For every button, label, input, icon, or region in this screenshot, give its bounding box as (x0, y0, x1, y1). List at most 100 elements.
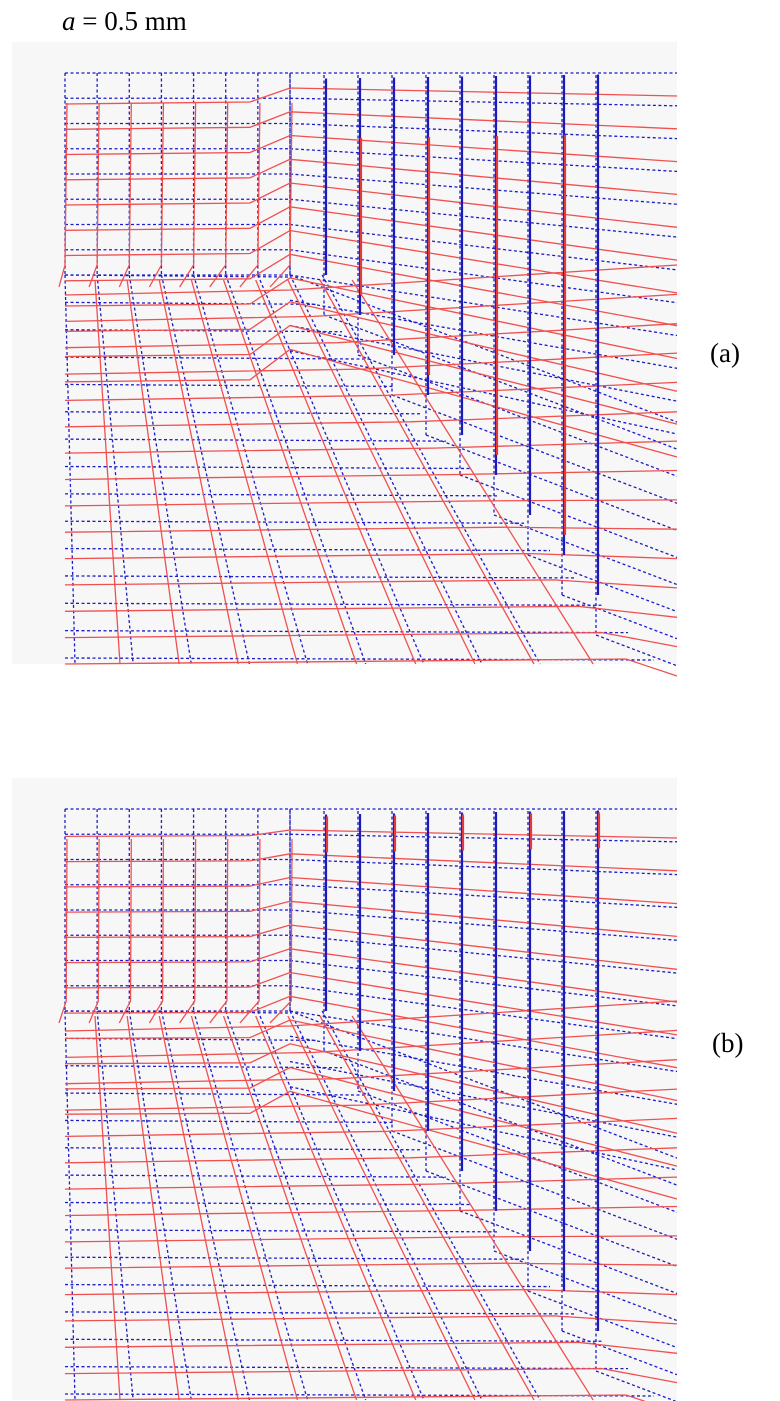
ref-line (64, 274, 76, 665)
ref-line (289, 959, 678, 1007)
ref-line (96, 274, 134, 665)
def-line (209, 102, 229, 288)
panel-b-reference-mesh (64, 808, 678, 1401)
def-line (64, 499, 678, 507)
def-line (287, 1015, 476, 1401)
def-line (64, 411, 678, 428)
def-line (158, 279, 239, 665)
def-line (64, 1066, 678, 1167)
def-line (351, 1015, 594, 1401)
def-line (64, 829, 678, 839)
def-line (64, 264, 678, 296)
ref-line (459, 1210, 678, 1295)
def-line (88, 838, 100, 1024)
def-line (64, 206, 678, 261)
panel-b-label: (b) (712, 1028, 743, 1058)
ref-line (289, 249, 678, 304)
ref-line (289, 274, 678, 423)
ref-line (289, 1010, 678, 1073)
def-line (64, 1000, 678, 1032)
ref-line (64, 1010, 291, 1014)
def-line (64, 1262, 678, 1269)
ref-line (64, 1037, 317, 1042)
ref-line (289, 198, 678, 238)
ref-line (561, 594, 678, 640)
def-line (64, 253, 678, 327)
def-line (126, 1015, 180, 1401)
def-line (64, 579, 678, 589)
def-line (94, 279, 121, 665)
ref-line (425, 1170, 678, 1267)
def-line (64, 526, 678, 533)
def-line (319, 279, 535, 665)
def-line (209, 838, 229, 1024)
def-line (64, 924, 678, 970)
panel-a-label: (a) (710, 338, 740, 368)
def-line (64, 381, 678, 402)
def-line (64, 352, 678, 375)
def-line (118, 102, 132, 288)
def-line (287, 279, 476, 665)
panel-a-reference-mesh (64, 72, 678, 667)
def-line (64, 948, 678, 1003)
ref-line (64, 547, 551, 552)
ref-line (160, 1010, 251, 1401)
ref-line (289, 122, 678, 140)
panel-b-crack-lines (324, 810, 601, 1331)
def-line (64, 440, 678, 454)
ref-line (257, 1010, 425, 1401)
ref-line (64, 1065, 343, 1069)
ref-line (225, 1010, 367, 1401)
ref-line (64, 1092, 369, 1096)
ref-line (425, 434, 678, 531)
ref-line (225, 274, 367, 665)
def-line (64, 134, 678, 163)
ref-line (64, 602, 603, 606)
ref-line (64, 411, 421, 415)
def-line (64, 87, 678, 105)
def-line (190, 1015, 299, 1401)
def-line (222, 279, 358, 665)
def-line (64, 1394, 647, 1401)
ref-line (289, 173, 678, 205)
ref-line (289, 985, 678, 1040)
def-line (64, 348, 678, 458)
ref-line (64, 1229, 499, 1233)
ref-line (289, 934, 678, 974)
def-line (64, 971, 678, 1036)
ref-line (192, 274, 309, 665)
ref-line (64, 465, 473, 470)
def-line (148, 838, 165, 1024)
def-line (179, 838, 197, 1024)
panel-b-deformed-mesh (58, 829, 678, 1401)
panel-a-background (12, 42, 677, 664)
def-line (64, 229, 678, 294)
def-line (351, 279, 594, 665)
ref-line (289, 858, 678, 876)
ref-line (257, 274, 425, 665)
ref-line (289, 274, 483, 665)
def-line (94, 1015, 121, 1401)
def-line (64, 1367, 678, 1384)
def-line (239, 838, 261, 1024)
ref-line (289, 148, 678, 173)
ref-line (391, 1130, 678, 1240)
def-line (64, 324, 678, 425)
panel-b (12, 778, 678, 1401)
def-line (64, 631, 678, 648)
def-line (64, 111, 678, 130)
def-line (64, 1288, 678, 1296)
ref-line (64, 1201, 473, 1206)
def-line (158, 1015, 239, 1401)
ref-line (561, 1330, 678, 1376)
ref-line (323, 1050, 678, 1186)
ref-line (64, 493, 499, 497)
def-line (64, 876, 678, 905)
def-line (269, 102, 293, 288)
ref-line (64, 301, 317, 306)
ref-line (289, 223, 678, 271)
ref-line (459, 474, 678, 559)
def-line (64, 900, 678, 938)
ref-line (321, 1010, 541, 1401)
